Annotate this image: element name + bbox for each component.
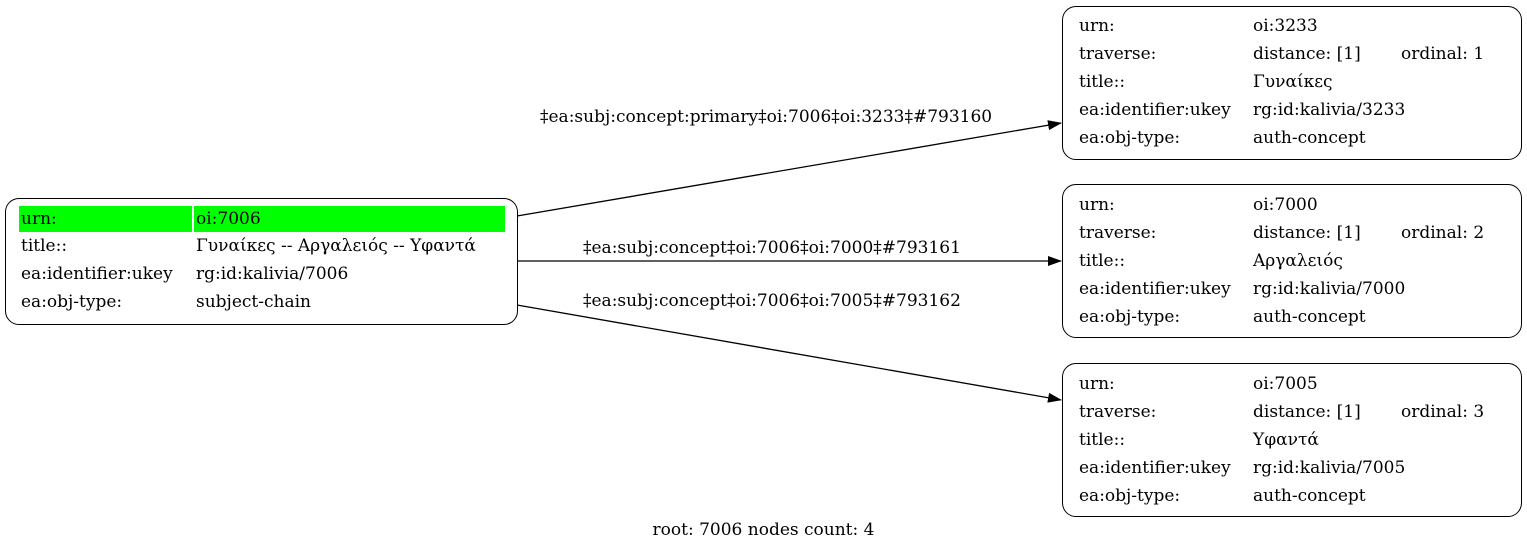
node1-urn-value: oi:3233 — [1253, 16, 1318, 36]
root-type-value: subject-chain — [196, 292, 311, 312]
edge-line-3 — [516, 304, 1062, 403]
node2-distance: distance: [1] — [1253, 223, 1361, 243]
node1-ukey-value: rg:id:kalivia/3233 — [1253, 100, 1406, 120]
node3-urn-key: urn: — [1079, 374, 1115, 394]
node1-traverse-key: traverse: — [1079, 44, 1157, 64]
target-node-3[interactable]: urn: oi:7005 traverse: distance: [1] ord… — [1062, 363, 1522, 517]
edge-label-2: ‡ea:subj:concept‡oi:7006‡oi:7000‡#793161 — [583, 238, 961, 258]
edge-label-3: ‡ea:subj:concept‡oi:7006‡oi:7005‡#793162 — [583, 291, 961, 311]
target-node-1[interactable]: urn: oi:3233 traverse: distance: [1] ord… — [1062, 6, 1522, 160]
node3-distance: distance: [1] — [1253, 402, 1361, 422]
node3-traverse-key: traverse: — [1079, 402, 1157, 422]
node2-ordinal: ordinal: 2 — [1401, 223, 1485, 243]
node2-title-key: title:: — [1079, 251, 1126, 271]
node2-urn-value: oi:7000 — [1253, 195, 1318, 215]
node1-distance: distance: [1] — [1253, 44, 1361, 64]
node3-title-value: Υφαντά — [1253, 430, 1319, 450]
node2-urn-key: urn: — [1079, 195, 1115, 215]
node3-ordinal: ordinal: 3 — [1401, 402, 1485, 422]
node3-urn-value: oi:7005 — [1253, 374, 1318, 394]
root-title-key: title:: — [21, 236, 68, 256]
node3-ukey-key: ea:identifier:ukey — [1079, 458, 1231, 478]
node3-type-key: ea:obj-type: — [1079, 486, 1181, 506]
graph-footer: root: 7006 nodes count: 4 — [652, 520, 875, 540]
node1-title-key: title:: — [1079, 72, 1126, 92]
node2-traverse-key: traverse: — [1079, 223, 1157, 243]
node1-type-value: auth-concept — [1253, 128, 1366, 148]
root-urn-value: oi:7006 — [194, 206, 505, 232]
target-node-2[interactable]: urn: oi:7000 traverse: distance: [1] ord… — [1062, 184, 1522, 338]
root-ukey-key: ea:identifier:ukey — [21, 264, 173, 284]
root-type-key: ea:obj-type: — [21, 292, 123, 312]
node1-type-key: ea:obj-type: — [1079, 128, 1181, 148]
node2-title-value: Αργαλειός — [1253, 251, 1343, 271]
root-title-value: Γυναίκες -- Αργαλειός -- Υφαντά — [196, 236, 476, 256]
edge-label-1: ‡ea:subj:concept:primary‡oi:7006‡oi:3233… — [540, 107, 993, 127]
node2-type-key: ea:obj-type: — [1079, 307, 1181, 327]
node2-ukey-key: ea:identifier:ukey — [1079, 279, 1231, 299]
root-ukey-value: rg:id:kalivia/7006 — [196, 264, 349, 284]
node1-title-value: Γυναίκες — [1253, 72, 1333, 92]
edge-line-1 — [516, 120, 1062, 217]
root-urn-key: urn: — [19, 206, 192, 232]
node1-ordinal: ordinal: 1 — [1401, 44, 1485, 64]
node1-ukey-key: ea:identifier:ukey — [1079, 100, 1231, 120]
node3-title-key: title:: — [1079, 430, 1126, 450]
node3-ukey-value: rg:id:kalivia/7005 — [1253, 458, 1406, 478]
node2-type-value: auth-concept — [1253, 307, 1366, 327]
node2-ukey-value: rg:id:kalivia/7000 — [1253, 279, 1406, 299]
node1-urn-key: urn: — [1079, 16, 1115, 36]
root-node[interactable]: urn: oi:7006 title:: Γυναίκες -- Αργαλει… — [5, 198, 518, 325]
node3-type-value: auth-concept — [1253, 486, 1366, 506]
